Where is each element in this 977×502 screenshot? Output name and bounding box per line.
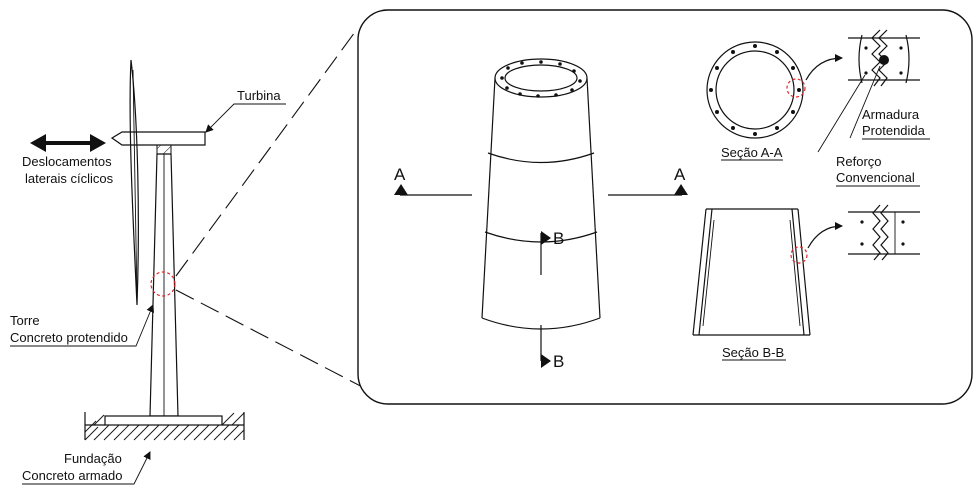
- tower-right-edge: [586, 77, 601, 319]
- zoom-line-top: [175, 31, 356, 277]
- turbine-leader: [205, 103, 286, 133]
- displacement-label-1: Deslocamentos: [22, 154, 112, 169]
- tower-leader: [10, 304, 155, 347]
- displacement-label-2: laterais cíclicos: [25, 171, 114, 186]
- tower-top-inner: [504, 64, 578, 92]
- foundation-label-1: Fundação: [64, 451, 122, 466]
- section-a-label-left: A: [394, 165, 406, 184]
- zoom-line-bottom: [175, 289, 373, 393]
- section-b-marker-bottom: [541, 354, 551, 368]
- blade-edge-line: [132, 69, 138, 301]
- detail-highlight-circle: [150, 271, 176, 297]
- segment-joint-1: [487, 152, 595, 164]
- tower-left-edge: [481, 77, 496, 319]
- detail-b-wall: [848, 204, 920, 261]
- section-a-marker-left: [394, 184, 408, 195]
- profile-detail-circle: [790, 246, 808, 264]
- section-b-label-bottom: B: [553, 352, 564, 371]
- ring-detail-circle: [786, 78, 806, 98]
- section-b-marker-top: [541, 231, 551, 245]
- ground-hatching: [84, 412, 245, 441]
- foundation-block: [104, 415, 223, 426]
- foundation-label-2: Concreto armado: [22, 468, 122, 483]
- ring-tendons: [709, 44, 801, 136]
- displacement-arrow: [30, 134, 106, 152]
- section-b-label-top: B: [553, 229, 564, 248]
- prestressed-label-2: Protendida: [862, 123, 926, 138]
- section-bb-label: Seção B-B: [722, 345, 784, 360]
- rotor-blades: [129, 59, 139, 306]
- wind-turbine: [84, 59, 245, 441]
- conventional-leader: [817, 74, 866, 153]
- tower-label-2: Concreto protendido: [10, 330, 128, 345]
- conventional-label-1: Reforço: [836, 154, 882, 169]
- foundation-leader: [22, 451, 151, 485]
- conventional-label-2: Convencional: [836, 170, 915, 185]
- ring-inner: [715, 50, 795, 130]
- detail-a-arrow: [805, 54, 843, 81]
- tower-label-1: Torre: [10, 313, 40, 328]
- section-bb-profile: [692, 208, 811, 336]
- tendon-dot: [879, 55, 889, 65]
- detail-b-arrow: [807, 222, 843, 249]
- section-a-marker-right: [674, 184, 688, 195]
- detail-panel: [357, 9, 973, 405]
- yaw-connector: [156, 144, 172, 155]
- prestressed-label-1: Armadura: [862, 107, 920, 122]
- turbine-label: Turbina: [237, 88, 281, 103]
- section-aa-label: Seção A-A: [721, 145, 783, 160]
- prestressed-leader: [849, 65, 881, 139]
- detail-a-wall: [848, 29, 920, 87]
- ring-outer: [706, 41, 804, 139]
- nacelle: [110, 131, 206, 146]
- section-aa-ring: [706, 41, 806, 139]
- tower-top-tendons: [500, 60, 582, 98]
- section-a-label-right: A: [674, 165, 686, 184]
